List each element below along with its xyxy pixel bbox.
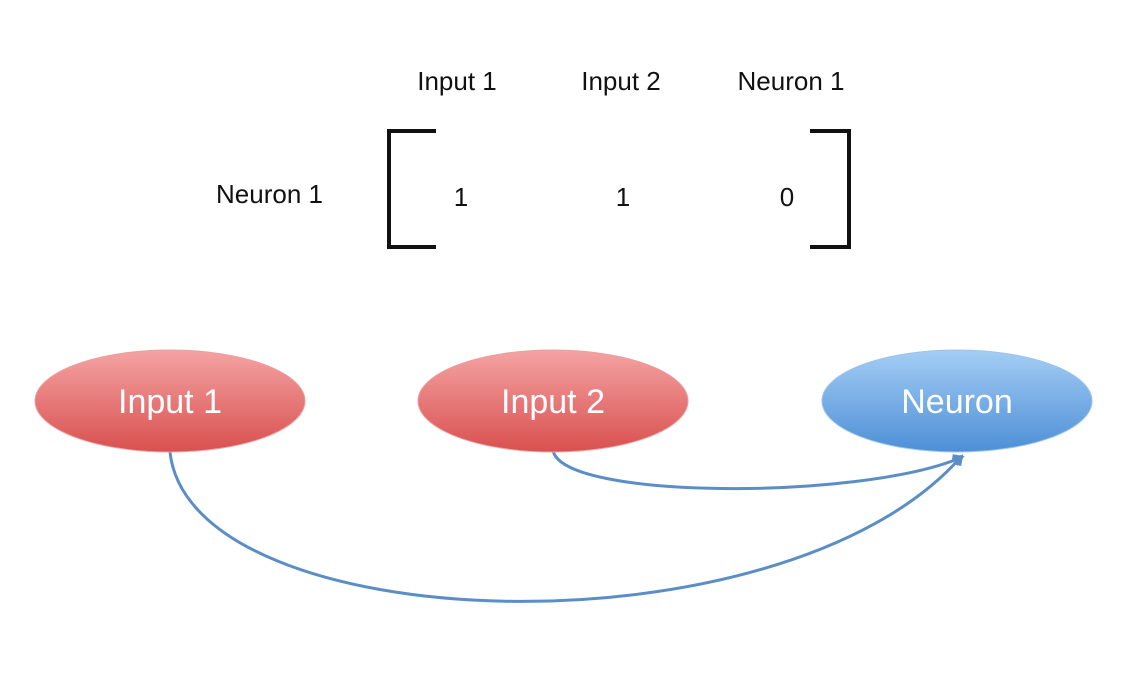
- node-neuron: Neuron: [821, 349, 1093, 453]
- matrix-column-header: Input 2: [581, 66, 661, 96]
- matrix-cell: 1: [453, 182, 469, 212]
- node-input-2: Input 2: [417, 349, 689, 453]
- node-label: Neuron: [901, 383, 1013, 421]
- matrix-right-bracket: [810, 129, 851, 249]
- node-input-1: Input 1: [34, 349, 306, 453]
- matrix-column-header: Input 1: [417, 66, 497, 96]
- matrix-cell: 0: [779, 182, 795, 212]
- node-label: Input 1: [118, 383, 222, 421]
- edge-input2-to-neuron: [551, 449, 965, 490]
- matrix-cell: 1: [615, 182, 631, 212]
- node-label: Input 2: [501, 383, 605, 421]
- matrix-row-header: Neuron 1: [216, 179, 323, 209]
- matrix-column-header: Neuron 1: [737, 66, 845, 96]
- matrix-left-bracket: [387, 129, 436, 249]
- edge-input1-to-neuron: [168, 451, 964, 603]
